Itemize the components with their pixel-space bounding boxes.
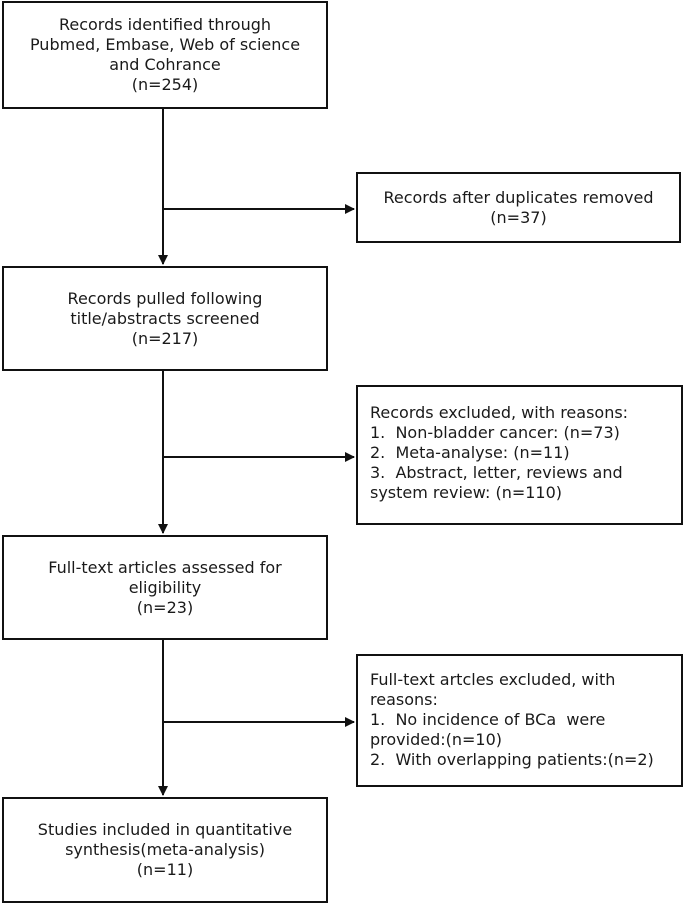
studies-included-count: (n=11) [136, 860, 194, 879]
records-excluded-reason-1: 1. Non-bladder cancer: (n=73) [370, 423, 620, 442]
records-identified-count: (n=254) [131, 75, 199, 94]
fulltext-assessed-line-1: Full-text articles assessed for [48, 557, 282, 577]
records-screened-line-2: title/abstracts screened [70, 308, 260, 328]
fulltext-assessed-box: Full-text articles assessed for eligibil… [2, 535, 328, 640]
duplicates-removed-count: (n=37) [490, 207, 547, 227]
records-excluded-reason-3-cont: system review: (n=110) [370, 483, 563, 502]
records-identified-line-1: Records identified through [58, 15, 272, 34]
records-screened-count: (n=217) [131, 328, 199, 348]
fulltext-excluded-reason-1: 1. No incidence of BCa were [370, 710, 606, 729]
fulltext-excluded-reason-1-cont: provided:(n=10) [370, 730, 503, 749]
studies-included-line-1: Studies included in quantitative [37, 820, 293, 839]
records-screened-box: Records pulled following title/abstracts… [2, 266, 328, 371]
records-screened-line-1: Records pulled following [67, 288, 263, 308]
records-excluded-reason-3: 3. Abstract, letter, reviews and [370, 463, 623, 482]
records-excluded-box: Records excluded, with reasons: 1. Non-b… [356, 385, 683, 525]
fulltext-excluded-reason-2: 2. With overlapping patients:(n=2) [370, 750, 654, 769]
duplicates-removed-label: Records after duplicates removed [383, 187, 654, 207]
studies-included-box: Studies included in quantitative synthes… [2, 797, 328, 903]
records-identified-line-3: and Cohrance [109, 55, 221, 74]
fulltext-excluded-heading-cont: reasons: [370, 690, 438, 709]
duplicates-removed-box: Records after duplicates removed (n=37) [356, 172, 681, 243]
fulltext-assessed-count: (n=23) [136, 597, 194, 617]
fulltext-excluded-heading: Full-text artcles excluded, with [370, 670, 616, 689]
records-identified-box: Records identified through Pubmed, Embas… [2, 1, 328, 109]
studies-included-line-2: synthesis(meta-analysis) [65, 840, 265, 859]
fulltext-assessed-line-2: eligibility [128, 577, 202, 597]
records-identified-line-2: Pubmed, Embase, Web of science [29, 35, 301, 54]
records-excluded-reason-2: 2. Meta-analyse: (n=11) [370, 443, 570, 462]
fulltext-excluded-box: Full-text artcles excluded, with reasons… [356, 654, 683, 787]
records-excluded-heading: Records excluded, with reasons: [370, 403, 629, 422]
